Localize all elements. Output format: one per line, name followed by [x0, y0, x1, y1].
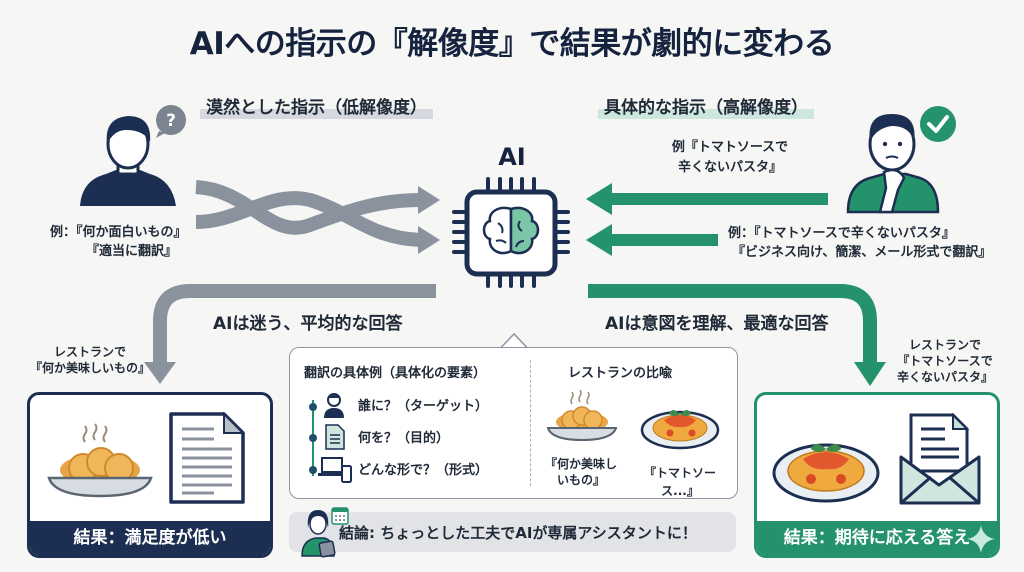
vague-result-label: 結果：満足度が低い: [30, 521, 270, 555]
sparkle-icon: [967, 525, 995, 553]
translation-examples-title: 翻訳の具体例（具体化の要素）: [304, 366, 487, 381]
timeline-dot: [309, 434, 317, 442]
vague-example-line2: 『適当に翻訳』: [86, 244, 178, 259]
document-icon: [325, 424, 345, 450]
email-envelope-icon: [899, 412, 981, 505]
tomato-pasta-icon: [640, 410, 720, 450]
specific-example-top-line1: 例『トマトソースで: [671, 140, 789, 155]
question-bubble-icon: ?: [156, 105, 186, 138]
assistant-with-tablet-icon: [301, 507, 349, 558]
check-badge-icon: [920, 106, 956, 142]
conclusion-banner: 結論: ちょっとした工夫でAIが専属アシスタントに！: [289, 512, 736, 552]
vague-caption-line1: 『何か美味し: [544, 457, 617, 471]
plain-pasta-icon: [47, 423, 153, 498]
specific-example-top-line2: 辛くないパスタ』: [677, 160, 782, 175]
panel-pointer: [499, 332, 529, 350]
vague-example-line1: 例：『何か面白いもの』: [50, 225, 187, 240]
conclusion-text: 結論: ちょっとした工夫でAIが専属アシスタントに！: [339, 524, 697, 542]
specific-result-card: 結果：期待に応える答え: [754, 392, 1000, 558]
vague-instruction-header: 漠然とした指示（低解像度）: [200, 97, 433, 119]
specific-result-label: 結果：期待に応える答え: [757, 521, 997, 555]
specific-example-line1: 例：『トマトソースで辛くないパスタ』: [728, 226, 955, 241]
svg-text:?: ?: [166, 111, 176, 131]
panel-item-format: どんな形で？（形式）: [358, 463, 489, 478]
vague-caption-line2: いもの』: [556, 473, 605, 487]
restaurant-metaphor-title: レストランの比喩: [568, 366, 673, 381]
vague-restaurant-line1: レストランで: [53, 345, 126, 359]
document-icon: [169, 411, 246, 504]
devices-icon: [318, 457, 352, 483]
specific-example-line2: 『ビジネス向け、簡潔、メール形式で翻訳』: [732, 245, 992, 260]
specific-path-label: AIは意図を理解、最適な回答: [605, 314, 829, 334]
ai-chip-brain-icon: [452, 177, 570, 288]
specific-caption: 『トマトソース...』: [643, 466, 716, 498]
specific-restaurant-line2: 『トマトソースで: [897, 354, 993, 368]
panel-item-purpose: 何を？（目的）: [358, 431, 450, 446]
vague-path-label: AIは迷う、平均的な回答: [213, 314, 403, 334]
vague-result-card: 結果：満足度が低い: [27, 392, 273, 558]
confused-person-icon: [80, 116, 176, 206]
thinking-person-icon: [846, 114, 940, 214]
ai-label: AI: [498, 143, 526, 171]
timeline-dot: [309, 403, 317, 411]
panel-item-target: 誰に？（ターゲット）: [358, 399, 489, 414]
specific-restaurant-line3: 辛くないパスタ』: [896, 370, 993, 384]
vague-restaurant-line2: 『何か美味しいもの』: [29, 361, 150, 375]
tomato-pasta-icon: [772, 443, 880, 503]
person-icon: [324, 393, 344, 418]
specific-restaurant-line1: レストランで: [908, 338, 981, 352]
specific-instruction-header: 具体的な指示（高解像度）: [598, 97, 814, 119]
examples-panel: 翻訳の具体例（具体化の要素） 誰に？（ターゲット） 何を？（目的） どんな形で？…: [289, 347, 738, 499]
plain-pasta-icon: [546, 389, 618, 442]
timeline-dot: [309, 466, 317, 474]
page-title: AIへの指示の『解像度』で結果が劇的に変わる: [189, 26, 835, 62]
panel-divider: [530, 360, 531, 486]
